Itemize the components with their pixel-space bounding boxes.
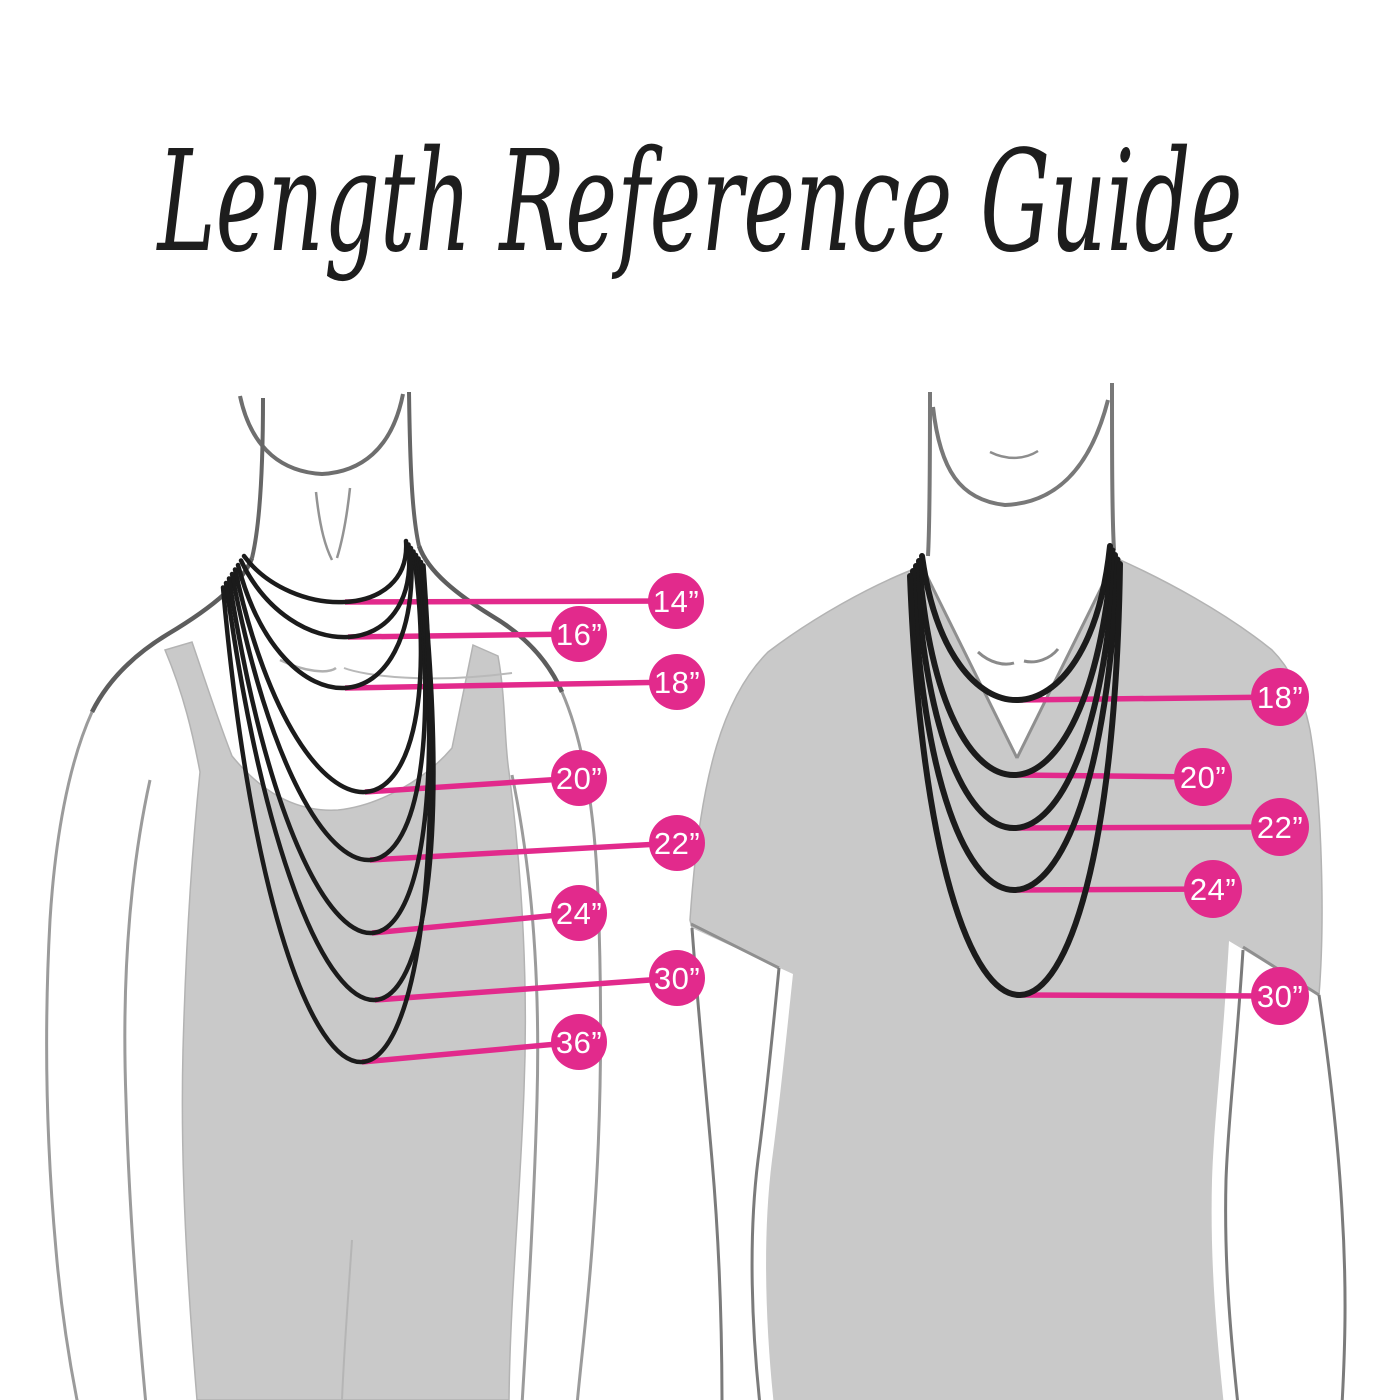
woman-neck-tendon-left (314, 491, 334, 561)
man-arm-left-outer (690, 927, 724, 1400)
woman-arm-right-inner (510, 774, 540, 1400)
length-badge-m22: 22” (1251, 798, 1309, 856)
necklace-strand-w30 (223, 559, 436, 1003)
badge-label-w24: 24” (556, 896, 602, 931)
length-badge-m20: 20” (1174, 748, 1232, 806)
man-arm-right-outer (1317, 994, 1347, 1400)
man-mouth-hint (989, 449, 1039, 460)
woman-chin-outline (238, 393, 405, 477)
length-badges: 14” 16” 18” 20” 22” 24” 30” 36” (551, 573, 1309, 1070)
woman-tank-fold (341, 1239, 353, 1400)
necklace-strand-w36 (220, 563, 433, 1065)
man-neck-right (1110, 382, 1116, 551)
badge-label-w36: 36” (556, 1025, 602, 1060)
length-badge-w30: 30” (649, 950, 705, 1006)
leader-line-w18 (344, 679, 678, 691)
badge-label-w18: 18” (654, 665, 700, 700)
man-chin-outline (931, 399, 1110, 508)
leader-line-w36 (361, 1039, 580, 1065)
leader-line-m22 (1014, 824, 1281, 831)
woman-necklaces (220, 538, 436, 1065)
man-vneck-right (1015, 557, 1118, 759)
woman-neck-tendon-right (335, 487, 352, 559)
length-badge-m24: 24” (1184, 860, 1242, 918)
length-badge-m30: 30” (1251, 967, 1309, 1025)
necklace-strand-m22 (913, 552, 1118, 832)
man-arm-left-inner (750, 967, 781, 1400)
necklace-strand-m24 (910, 556, 1121, 893)
badge-label-m18: 18” (1257, 680, 1303, 715)
woman-shoulder-right (416, 545, 565, 693)
man-arm-left-skin (692, 928, 793, 1400)
page-title: Length Reference Guide (156, 121, 1243, 284)
length-badge-w20: 20” (551, 750, 607, 806)
leader-line-w24 (371, 910, 580, 936)
leader-line-w30 (374, 975, 678, 1003)
badge-label-m30: 30” (1257, 979, 1303, 1014)
length-badge-w36: 36” (551, 1014, 607, 1070)
length-badge-w22: 22” (649, 815, 705, 871)
man-collarbone-left (976, 650, 1015, 666)
necklace-strand-w22 (229, 552, 428, 863)
badge-label-w16: 16” (556, 617, 602, 652)
necklace-strand-m20 (916, 547, 1116, 779)
man-collarbone-right (1023, 648, 1060, 664)
length-badge-w14: 14” (648, 573, 704, 629)
length-badge-w18: 18” (649, 654, 705, 710)
leader-line-w16 (347, 631, 580, 640)
man-neck-left (926, 391, 932, 557)
woman-neck-right (407, 391, 421, 547)
man-arm-right-skin (1211, 941, 1346, 1400)
woman-arm-left-inner (123, 779, 152, 1400)
length-badge-m18: 18” (1251, 668, 1309, 726)
badge-label-w22: 22” (654, 826, 700, 861)
length-badge-w16: 16” (551, 606, 607, 662)
leader-line-w20 (364, 775, 580, 795)
leader-line-m18 (1017, 694, 1281, 703)
woman-collarbone-right (343, 667, 513, 680)
badge-label-m20: 20” (1180, 760, 1226, 795)
necklace-strand-w14 (241, 538, 409, 605)
man-sleeve-hem-left (690, 922, 780, 970)
necklace-strand-m30 (907, 561, 1123, 998)
woman-neck-left (250, 397, 265, 559)
badge-label-w20: 20” (556, 761, 602, 796)
leader-line-m24 (1014, 886, 1214, 893)
man-vneck-left (920, 565, 1019, 759)
man-necklaces (907, 543, 1123, 998)
badge-label-w14: 14” (653, 584, 699, 619)
necklace-strand-m18 (919, 543, 1113, 704)
leader-line-m30 (1019, 992, 1281, 999)
badge-label-w30: 30” (654, 961, 700, 996)
necklace-strand-w16 (238, 542, 412, 640)
leader-line-w14 (344, 598, 677, 605)
badge-label-m24: 24” (1190, 872, 1236, 907)
badge-label-m22: 22” (1257, 810, 1303, 845)
woman-arm-left-outer (45, 711, 94, 1400)
leader-lines (344, 598, 1281, 1065)
man-arm-right-inner (1224, 949, 1245, 1400)
necklace-strand-w20 (232, 549, 424, 795)
length-badge-w24: 24” (551, 885, 607, 941)
necklace-strand-w18 (235, 545, 414, 691)
woman-tank-top (163, 641, 527, 1400)
